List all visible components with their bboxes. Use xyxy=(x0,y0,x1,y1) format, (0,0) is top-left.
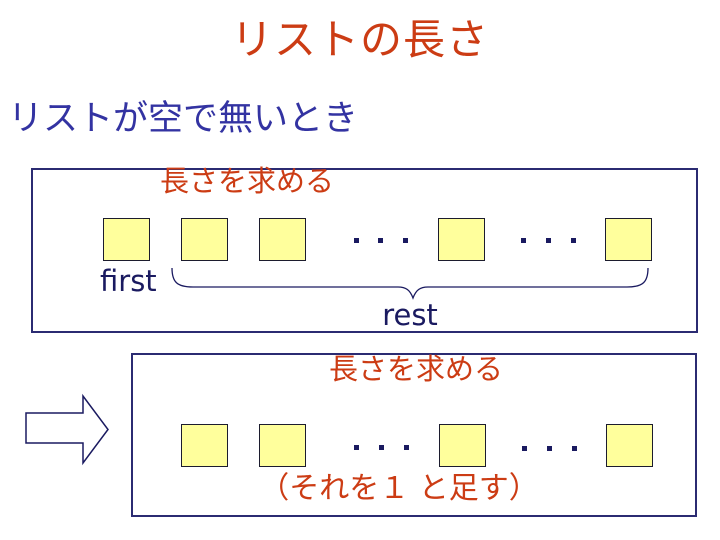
rest-label: rest xyxy=(382,298,438,332)
page-title: リストの長さ xyxy=(230,15,489,64)
list-cell xyxy=(181,424,228,467)
list-cell xyxy=(438,218,485,261)
list-cell xyxy=(439,424,486,467)
slide-subtitle: リストが空で無いとき xyxy=(8,99,359,139)
right-arrow-icon xyxy=(25,393,109,466)
list-cell xyxy=(259,218,306,261)
list-cell xyxy=(181,218,228,261)
list-cell xyxy=(605,218,652,261)
list-cell xyxy=(103,218,150,261)
rest-brace xyxy=(171,267,649,300)
list-cell xyxy=(606,424,653,467)
add-one-note: （それを１ と足す） xyxy=(259,471,539,506)
top-box-caption: 長さを求める xyxy=(159,164,335,198)
first-label: first xyxy=(100,264,157,298)
bottom-box-caption: 長さを求める xyxy=(328,352,504,386)
list-cell xyxy=(259,424,306,467)
